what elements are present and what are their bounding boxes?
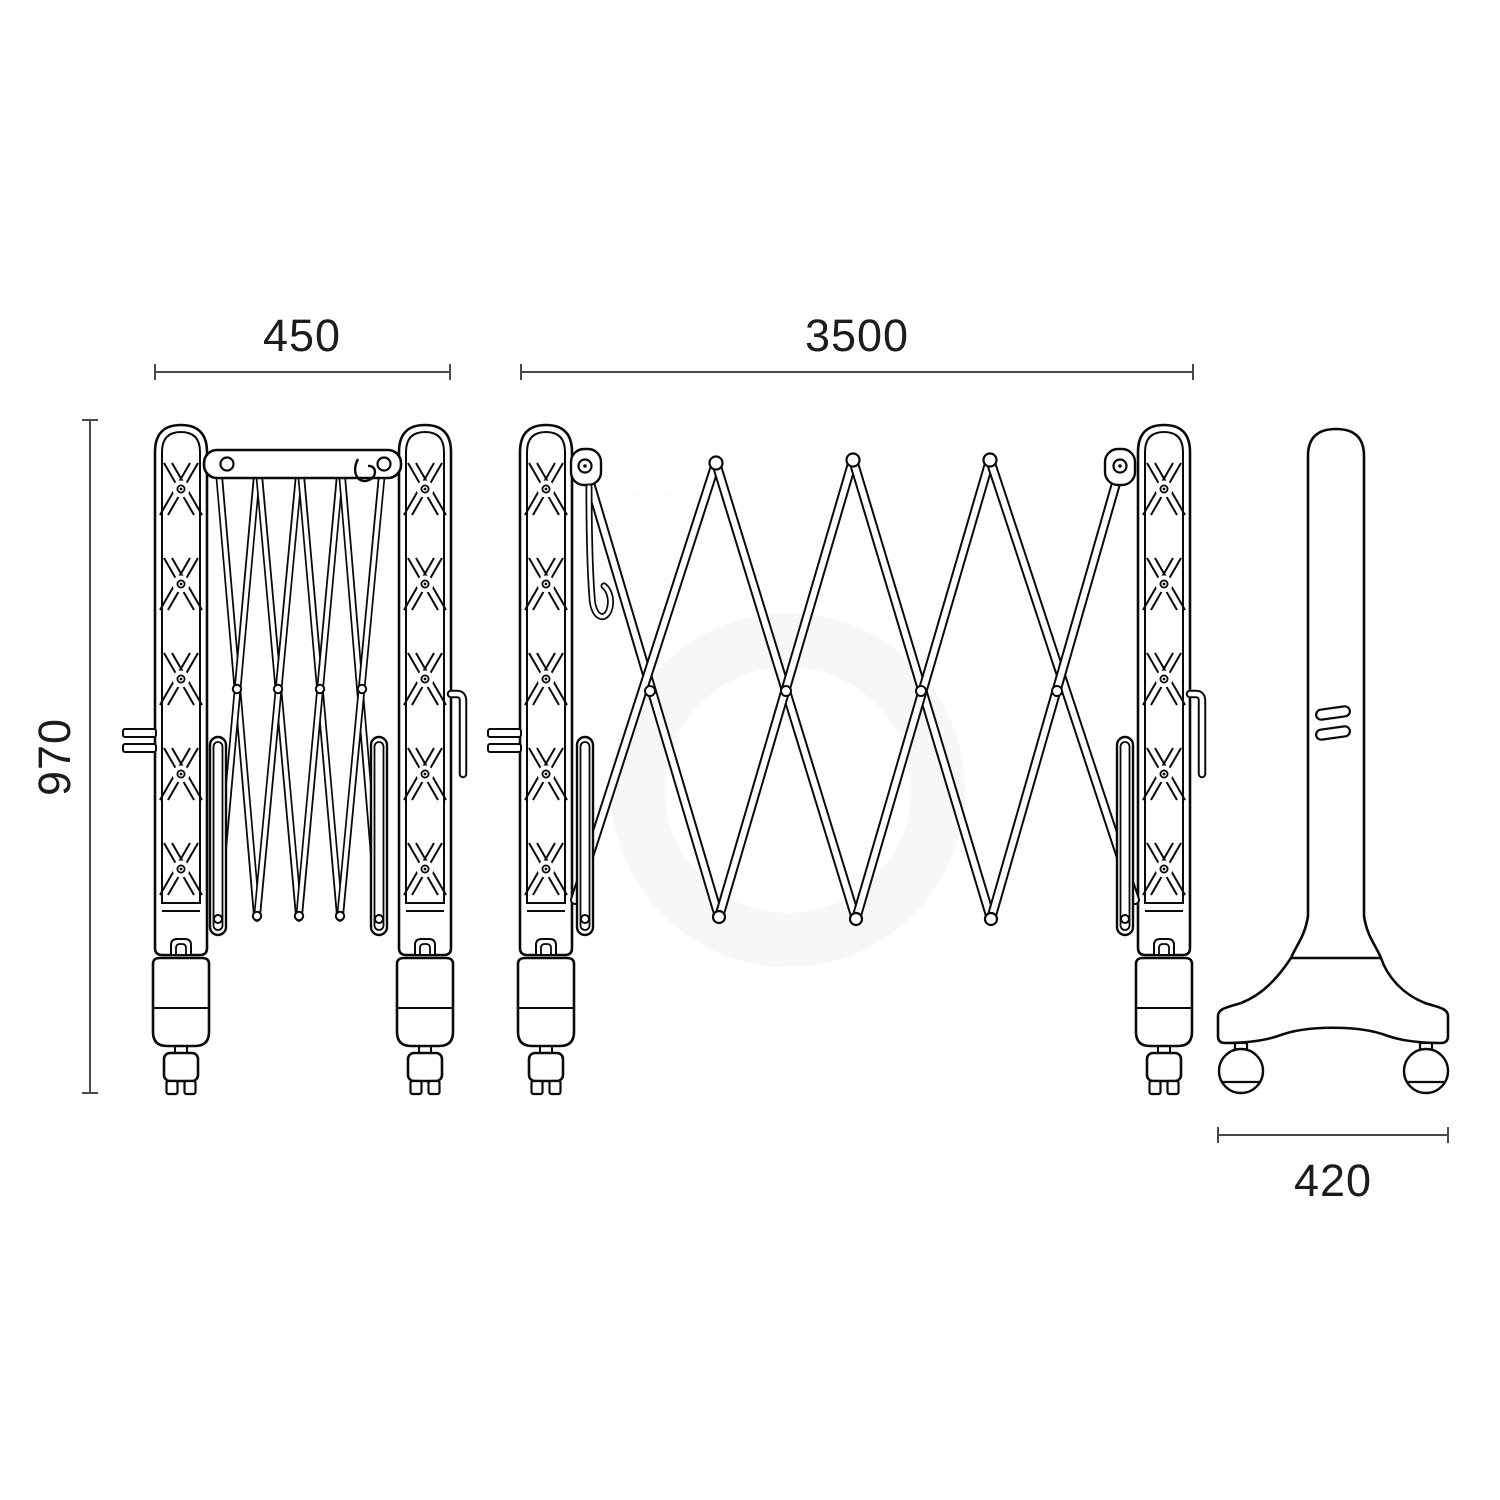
folded-right-post — [399, 425, 451, 955]
folded-pivots — [231, 683, 368, 922]
expanded-right-base-caster — [1134, 956, 1194, 1096]
expanded-right-cover-slat — [1115, 735, 1135, 937]
dimension-expanded-width: 3500 — [520, 310, 1194, 380]
dimension-folded-width: 450 — [154, 310, 451, 380]
folded-top-bar — [202, 448, 403, 483]
side-slot-1 — [1315, 705, 1351, 721]
folded-right-base-caster — [395, 956, 455, 1096]
dimension-label-970: 970 — [29, 718, 80, 796]
expanded-wall-bracket — [487, 728, 522, 753]
folded-wall-bracket — [122, 728, 157, 753]
gate-hook-icon — [585, 483, 614, 620]
expanded-left-post — [520, 425, 572, 955]
expanded-left-cover-slat — [575, 735, 595, 937]
expanded-pivots — [577, 452, 1128, 927]
watermark — [580, 490, 965, 967]
side-caster-right — [1402, 1041, 1450, 1095]
expanded-handle — [1185, 689, 1207, 779]
folded-gate-view — [122, 425, 468, 1096]
folded-handle — [446, 689, 468, 779]
dimension-label-450: 450 — [263, 310, 341, 361]
folded-right-cover-slat — [369, 735, 389, 937]
side-slot-2 — [1315, 725, 1351, 741]
latch-hook-icon — [353, 458, 377, 483]
dimension-label-420: 420 — [1294, 1155, 1372, 1206]
expanded-gate-view — [487, 425, 1207, 1096]
folded-left-base-caster — [151, 956, 211, 1096]
dimension-label-3500: 3500 — [805, 310, 909, 361]
side-view — [1216, 427, 1450, 1095]
dimension-height: 970 — [29, 419, 98, 1094]
folded-left-cover-slat — [208, 735, 228, 937]
folded-left-post — [155, 425, 207, 955]
side-caster-left — [1217, 1041, 1265, 1095]
expanded-right-post — [1138, 425, 1190, 955]
dimension-base-width: 420 — [1217, 1127, 1449, 1206]
expanded-left-base-caster — [516, 956, 576, 1096]
side-base — [1216, 956, 1450, 1045]
side-post — [1289, 427, 1383, 959]
